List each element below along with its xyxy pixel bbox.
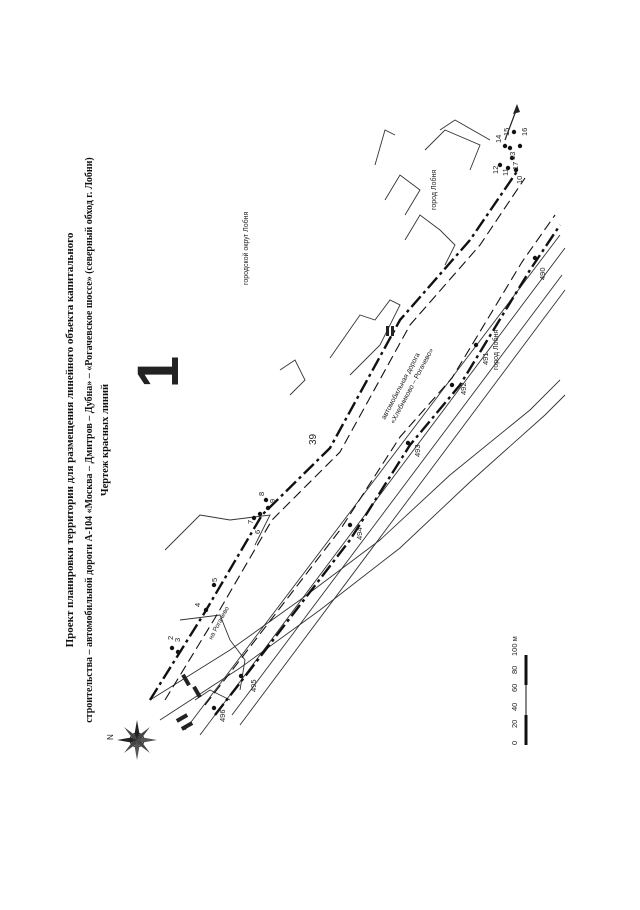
title-line-1: Проект планировки территории для размеще… [64,232,76,647]
point-label-493: 493 [413,444,422,457]
point-2 [169,645,175,651]
point-label-4: 4 [193,603,202,607]
point-15 [511,129,517,135]
red-line-south [214,224,561,716]
point-labels-north: 2 3 4 5 6 7 8 9 10 11 12 13 14 15 16 17 [166,128,529,642]
point-492 [449,382,455,388]
label-road-to: на Рогачево [208,605,231,641]
point-7 [257,511,263,517]
point-label-491: 491 [481,352,490,365]
point-label-16: 16 [520,128,529,136]
point-label-492: 492 [459,382,468,395]
point-6 [251,515,257,521]
point-label-2: 2 [166,636,175,640]
label-city-south: город Лобня [492,330,500,370]
title-line-2: строительства – автомобильной дороги А-1… [84,157,95,723]
point-4 [203,607,209,613]
scale-tick-80: 80 [510,666,519,674]
point-490 [532,255,538,261]
hatched-blocks [175,326,394,731]
point-496 [211,705,217,711]
point-label-12: 12 [491,166,500,174]
point-493 [405,440,411,446]
points-north [169,129,523,655]
point-13 [507,145,513,151]
point-labels-south: 490 491 492 493 494 495 496 [218,267,547,722]
direction-arrow-icon [504,104,520,141]
red-line-south-inner [204,214,556,706]
point-11 [505,165,511,171]
label-district: городской округ Лобня [242,211,250,285]
scale-tick-100: 100 м [510,636,519,656]
point-label-17: 17 [511,162,520,170]
point-494 [347,522,353,528]
point-14 [502,143,508,149]
scale-tick-20: 20 [510,720,519,728]
red-line-north-inner [164,177,526,701]
point-label-11: 11 [501,168,510,176]
compass-rose-icon: N [106,720,157,760]
points-south [211,255,538,711]
point-label-9: 9 [268,499,277,503]
point-label-490: 490 [538,267,547,280]
scale-tick-0: 0 [510,741,519,745]
point-491 [473,342,479,348]
point-3 [175,649,181,655]
point-label-496: 496 [218,709,227,722]
scale-tick-40: 40 [510,703,519,711]
title-line-3: Чертеж красных линий [100,384,111,496]
sheet-number: 1 [126,356,191,388]
point-label-494: 494 [355,527,364,540]
point-label-14: 14 [494,135,503,143]
label-city-north: город Лобня [430,170,438,210]
point-17 [509,155,515,161]
point-label-7: 7 [246,520,255,524]
point-label-15: 15 [502,128,511,136]
point-9 [265,505,271,511]
point-10 [513,167,519,173]
scale-bar: 0 20 40 60 80 100 м [510,636,528,745]
point-12 [497,162,503,168]
point-8 [263,497,269,503]
compass-north-label: N [106,734,115,740]
map-drawing [149,119,566,736]
point-label-13: 13 [508,152,517,160]
page-number: 39 [308,433,319,445]
point-label-6: 6 [253,530,262,534]
scale-tick-60: 60 [510,684,519,692]
point-label-10: 10 [515,176,524,184]
point-16 [517,143,523,149]
point-5 [211,582,217,588]
point-label-3: 3 [173,638,182,642]
point-495 [238,673,244,679]
red-line-north [148,169,519,701]
point-label-8: 8 [257,492,266,496]
point-label-5: 5 [210,578,219,582]
point-label-495: 495 [249,679,258,692]
